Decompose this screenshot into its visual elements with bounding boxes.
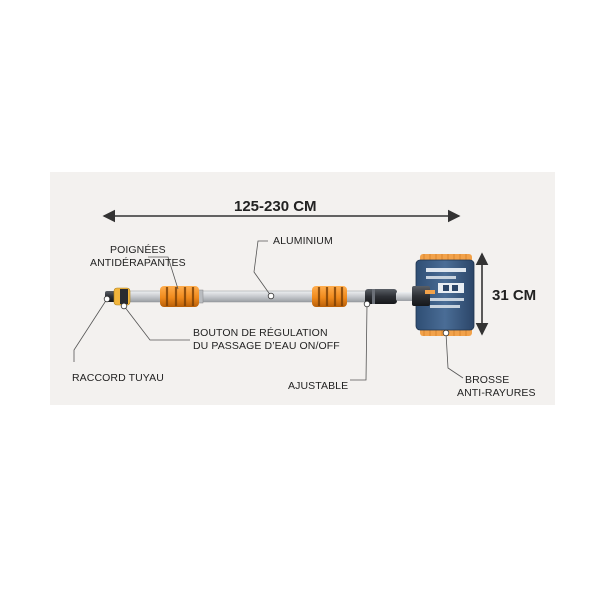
- label-ajustable: AJUSTABLE: [288, 380, 349, 392]
- label-brosse: BROSSE ANTI-RAYURES: [457, 374, 536, 400]
- ajustable-dot: [363, 300, 371, 308]
- grip-handle-1: [160, 286, 199, 307]
- label-raccord: RACCORD TUYAU: [72, 372, 164, 384]
- raccord-dot: [103, 295, 111, 303]
- label-poignees: POIGNÉES ANTIDÉRAPANTES: [90, 244, 186, 270]
- label-poignees-line1: POIGNÉES: [110, 244, 166, 256]
- brush-head: [412, 254, 475, 336]
- label-bouton-line2: DU PASSAGE D’EAU ON/OFF: [193, 340, 340, 352]
- label-aluminium: ALUMINIUM: [273, 235, 333, 247]
- callout-dots: [103, 292, 450, 337]
- label-bouton: BOUTON DE RÉGULATION DU PASSAGE D’EAU ON…: [193, 327, 340, 353]
- grip-handle-2: [312, 286, 347, 307]
- aluminium-dot: [267, 292, 275, 300]
- label-brosse-line2: ANTI-RAYURES: [457, 387, 536, 399]
- bouton-dot: [120, 302, 128, 310]
- hose-connector: [105, 287, 131, 306]
- label-poignees-line2: ANTIDÉRAPANTES: [90, 257, 186, 269]
- label-bouton-line1: BOUTON DE RÉGULATION: [193, 327, 328, 339]
- width-dimension-label: 31 CM: [492, 287, 537, 304]
- label-brosse-line1: BROSSE: [465, 374, 510, 386]
- length-dimension-label: 125-230 CM: [234, 198, 317, 215]
- callout-leader-lines: [73, 240, 464, 381]
- adjustable-lock: [365, 289, 416, 304]
- brosse-dot: [442, 329, 450, 337]
